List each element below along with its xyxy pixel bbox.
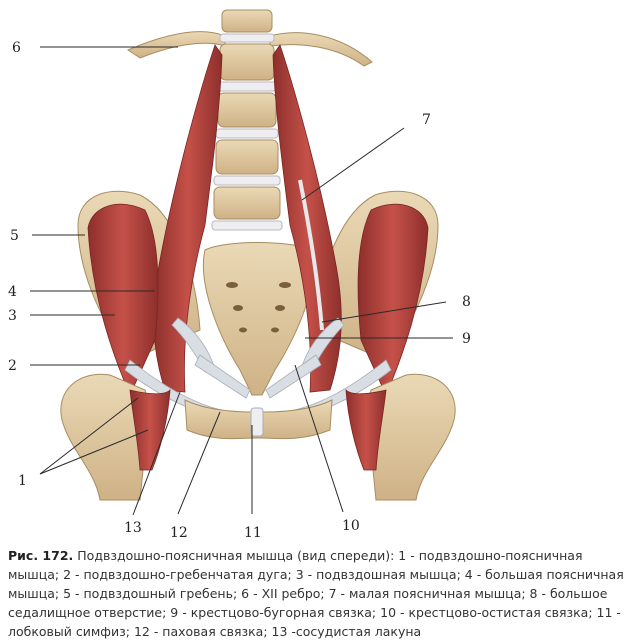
label-7: 7 xyxy=(422,112,431,128)
anatomy-figure: 6 7 5 4 3 8 2 9 1 13 12 11 10 xyxy=(8,9,471,541)
psoas-minor-tendon xyxy=(298,179,324,331)
label-5: 5 xyxy=(10,228,19,244)
sacrum xyxy=(202,242,315,396)
label-2: 2 xyxy=(8,358,17,374)
figure-labels: 6 7 5 4 3 8 2 9 1 13 12 11 10 xyxy=(8,40,471,541)
label-3: 3 xyxy=(8,308,17,324)
sacral-foramina xyxy=(226,282,291,333)
label-11: 11 xyxy=(244,525,262,541)
right-iliacus xyxy=(357,203,429,396)
label-12: 12 xyxy=(170,525,188,541)
label-1: 1 xyxy=(18,473,27,489)
left-iliacus xyxy=(87,203,159,396)
figure-number: Рис. 172. xyxy=(8,548,74,563)
label-13: 13 xyxy=(124,520,142,536)
caption-text: Подвздошно-поясничная мышца (вид спереди… xyxy=(8,548,624,639)
twelfth-rib-right xyxy=(269,32,373,67)
lumbar-spine xyxy=(211,9,283,231)
left-psoas-major xyxy=(153,44,223,393)
figure-caption: Рис. 172. Подвздошно-поясничная мышца (в… xyxy=(8,546,628,641)
label-10: 10 xyxy=(342,518,360,534)
iliopsoas-illustration: 6 7 5 4 3 8 2 9 1 13 12 11 10 xyxy=(8,9,471,541)
label-6: 6 xyxy=(12,40,21,56)
twelfth-rib xyxy=(126,31,226,59)
pubic-symphysis xyxy=(250,407,264,437)
right-iliopsoas-distal xyxy=(345,388,387,471)
label-8: 8 xyxy=(462,294,471,310)
leader-lines xyxy=(30,46,453,516)
label-4: 4 xyxy=(8,284,17,300)
label-9: 9 xyxy=(462,331,471,347)
